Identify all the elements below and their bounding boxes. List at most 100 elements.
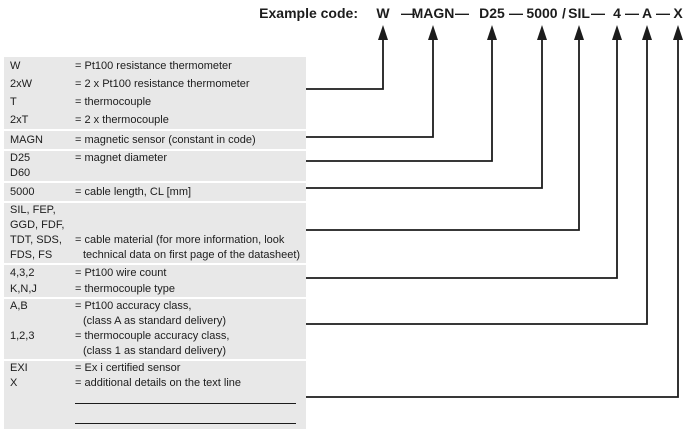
row-code: 2xW	[10, 78, 32, 90]
write-in-line	[75, 403, 296, 404]
row-code: 1,2,3	[10, 330, 35, 342]
table-row: 4,3,2 = Pt100 wire count	[10, 265, 300, 281]
connector-line	[306, 39, 543, 189]
table-row: (class A as standard delivery)	[10, 314, 300, 329]
arrow-up-icon	[487, 25, 497, 40]
code-table-group: SIL, FEP, GGD, FDF, TDT, SDS,= cable mater…	[4, 203, 306, 263]
row-code: K,N,J	[10, 283, 37, 295]
code-token: W	[376, 5, 390, 21]
table-row: 2xW = 2 x Pt100 resistance thermometer	[10, 75, 300, 93]
connector-line	[306, 39, 434, 138]
example-code-label: Example code:	[259, 5, 358, 21]
row-code: 2xT	[10, 114, 29, 126]
code-separator: —	[625, 5, 639, 21]
row-description: = Ex i certified sensor	[75, 362, 181, 374]
arrow-up-icon	[642, 25, 652, 40]
table-row: GGD, FDF,	[10, 218, 300, 233]
row-description: = cable length, CL [mm]	[75, 186, 192, 198]
table-row: EXI = Ex i certified sensor	[10, 361, 300, 376]
row-description	[75, 218, 300, 233]
table-row: 5000 = cable length, CL [mm]	[10, 183, 300, 201]
row-code	[10, 344, 75, 359]
row-code: 4,3,2	[10, 267, 35, 279]
row-description: = thermocouple accuracy class,	[75, 330, 230, 342]
connector-line	[306, 39, 648, 325]
code-table-group: 5000 = cable length, CL [mm]	[4, 183, 306, 201]
table-row: K,N,J = thermocouple type	[10, 281, 300, 297]
connector-line	[306, 39, 580, 231]
row-description: = thermocouple	[75, 96, 152, 108]
row-code: GGD, FDF,	[10, 219, 65, 231]
table-row: D25 = magnet diameter	[10, 151, 300, 166]
table-row: D60	[10, 166, 300, 181]
code-separator: —	[509, 5, 523, 21]
row-description: = 2 x Pt100 resistance thermometer	[75, 78, 250, 90]
row-code: T	[10, 96, 17, 108]
write-in-line	[75, 423, 296, 424]
connector-line	[306, 39, 618, 279]
code-separator: —	[656, 5, 670, 21]
row-code: SIL, FEP,	[10, 204, 56, 216]
table-row: TDT, SDS,= cable material (for more info…	[10, 233, 300, 248]
table-row: MAGN = magnetic sensor (constant in code)	[10, 131, 300, 149]
table-row: (class 1 as standard delivery)	[10, 344, 300, 359]
row-description: = cable material (for more information, …	[75, 234, 285, 246]
table-row: T = thermocouple	[10, 93, 300, 111]
row-code: X	[10, 377, 18, 389]
code-token: X	[673, 5, 683, 21]
row-description: = Pt100 wire count	[75, 267, 167, 279]
row-description: (class 1 as standard delivery)	[83, 345, 227, 357]
table-row: FDS, FS technical data on first page of t…	[10, 248, 300, 263]
row-code: D25	[10, 152, 31, 164]
row-code: A,B	[10, 300, 28, 312]
code-table-group: W = Pt100 resistance thermometer 2xW = 2 x …	[4, 57, 306, 129]
table-row: W = Pt100 resistance thermometer	[10, 57, 300, 75]
row-code: EXI	[10, 362, 28, 374]
connector-line	[306, 39, 384, 90]
code-table-group: A,B = Pt100 accuracy class, (class A as st…	[4, 299, 306, 359]
table-row: X = additional details on the text line	[10, 376, 300, 391]
row-code: 5000	[10, 186, 35, 198]
row-description	[75, 166, 300, 181]
table-row: A,B = Pt100 accuracy class,	[10, 299, 300, 314]
table-row: 1,2,3 = thermocouple accuracy class,	[10, 329, 300, 344]
row-description: = Pt100 resistance thermometer	[75, 60, 232, 72]
table-row: SIL, FEP,	[10, 203, 300, 218]
arrow-up-icon	[574, 25, 584, 40]
row-description: = magnetic sensor (constant in code)	[75, 134, 256, 146]
arrow-up-icon	[673, 25, 683, 40]
code-token: 5000	[526, 5, 558, 21]
row-description: = additional details on the text line	[75, 377, 242, 389]
code-token: A	[641, 5, 653, 21]
row-description: (class A as standard delivery)	[83, 315, 227, 327]
code-token: SIL	[568, 5, 590, 21]
table-row: 2xT = 2 x thermocouple	[10, 111, 300, 129]
row-description: = magnet diameter	[75, 152, 168, 164]
code-token: D25	[479, 5, 505, 21]
code-separator: —	[401, 5, 415, 21]
row-description: = thermocouple type	[75, 283, 175, 295]
row-code: W	[10, 60, 21, 72]
row-description: = Pt100 accuracy class,	[75, 300, 192, 312]
row-description: technical data on first page of the data…	[83, 249, 301, 261]
connector-line	[306, 39, 679, 398]
row-code: FDS, FS	[10, 249, 53, 261]
row-code: D60	[10, 167, 31, 179]
code-token: 4	[613, 5, 621, 21]
connector-line	[306, 39, 493, 162]
code-separator: —	[591, 5, 605, 21]
row-description	[75, 203, 300, 218]
code-separator: —	[455, 5, 469, 21]
row-code: MAGN	[10, 134, 43, 146]
code-legend-table: W = Pt100 resistance thermometer 2xW = 2 x …	[4, 57, 306, 431]
arrow-up-icon	[537, 25, 547, 40]
code-separator: /	[562, 5, 566, 21]
arrow-up-icon	[378, 25, 388, 40]
arrow-up-icon	[612, 25, 622, 40]
row-code	[10, 314, 75, 329]
row-description: = 2 x thermocouple	[75, 114, 169, 126]
